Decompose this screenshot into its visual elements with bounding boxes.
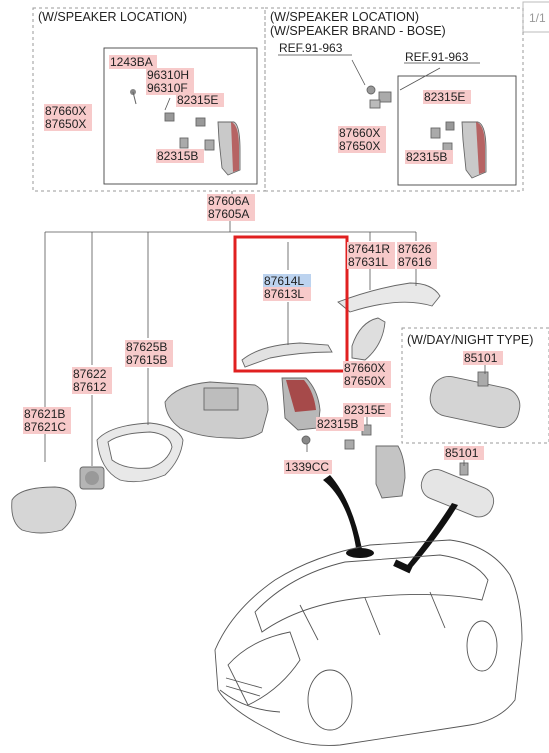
part-label-85101-a[interactable]: 85101 (464, 351, 498, 365)
part-label-82315B-a[interactable]: 82315B (157, 149, 198, 163)
part-label-96310F[interactable]: 96310F (147, 81, 188, 95)
part-label-87621C[interactable]: 87621C (24, 420, 66, 434)
part-label-87613L[interactable]: 87613L (264, 287, 304, 301)
section-title-day-night: (W/DAY/NIGHT TYPE) (407, 333, 533, 347)
section-title-bose-2: (W/SPEAKER BRAND - BOSE) (270, 24, 446, 38)
part-label-87615B[interactable]: 87615B (126, 353, 167, 367)
part-label-87631L[interactable]: 87631L (348, 255, 388, 269)
part-label-82315B-c[interactable]: 82315B (317, 417, 358, 431)
ref-label-a[interactable]: REF.91-963 (279, 41, 343, 55)
leader-lines (44, 59, 486, 466)
speaker-bose-frame (264, 7, 524, 192)
page-indicator[interactable]: 1/1 (522, 1, 549, 33)
section-title-bose-1: (W/SPEAKER LOCATION) (270, 10, 419, 24)
part-label-87641R[interactable]: 87641R (348, 242, 390, 256)
part-label-87606A[interactable]: 87606A (208, 194, 249, 208)
part-label-87614L[interactable]: 87614L (264, 274, 304, 288)
part-label-87621B[interactable]: 87621B (24, 407, 65, 421)
day-night-frame (401, 327, 549, 444)
selection-frame[interactable] (233, 235, 349, 373)
part-label-1339CC[interactable]: 1339CC (285, 460, 329, 474)
section-title-speaker: (W/SPEAKER LOCATION) (38, 10, 187, 24)
part-label-82315B-b[interactable]: 82315B (406, 150, 447, 164)
part-label-87605A[interactable]: 87605A (208, 207, 249, 221)
part-label-82315E-a[interactable]: 82315E (177, 93, 218, 107)
part-label-87660X-b[interactable]: 87660X (339, 126, 380, 140)
part-label-82315E-b[interactable]: 82315E (424, 90, 465, 104)
part-label-87660X-a[interactable]: 87660X (45, 104, 86, 118)
part-label-87622[interactable]: 87622 (73, 367, 107, 381)
speaker-inner-frame-b (397, 75, 517, 186)
svg-text:1/1: 1/1 (529, 11, 546, 25)
part-illustrations (11, 85, 523, 746)
part-label-82315E-c[interactable]: 82315E (344, 403, 385, 417)
part-label-87626[interactable]: 87626 (398, 242, 432, 256)
part-label-87650X-a[interactable]: 87650X (45, 117, 86, 131)
part-label-96310H[interactable]: 96310H (147, 68, 189, 82)
part-label-87616[interactable]: 87616 (398, 255, 432, 269)
part-label-87625B[interactable]: 87625B (126, 340, 167, 354)
part-label-85101-b[interactable]: 85101 (445, 446, 479, 460)
part-label-87650X-c[interactable]: 87650X (344, 374, 385, 388)
part-label-1243BA[interactable]: 1243BA (110, 55, 153, 69)
part-label-87612[interactable]: 87612 (73, 380, 107, 394)
part-label-87660X-c[interactable]: 87660X (344, 361, 385, 375)
ref-label-b[interactable]: REF.91-963 (405, 50, 469, 64)
speaker-inner-frame-a (103, 47, 258, 185)
speaker-location-frame (32, 7, 266, 192)
part-label-87650X-b[interactable]: 87650X (339, 139, 380, 153)
part-labels: 1243BA 96310H 96310F 82315E 87660X 87650… (23, 55, 503, 474)
